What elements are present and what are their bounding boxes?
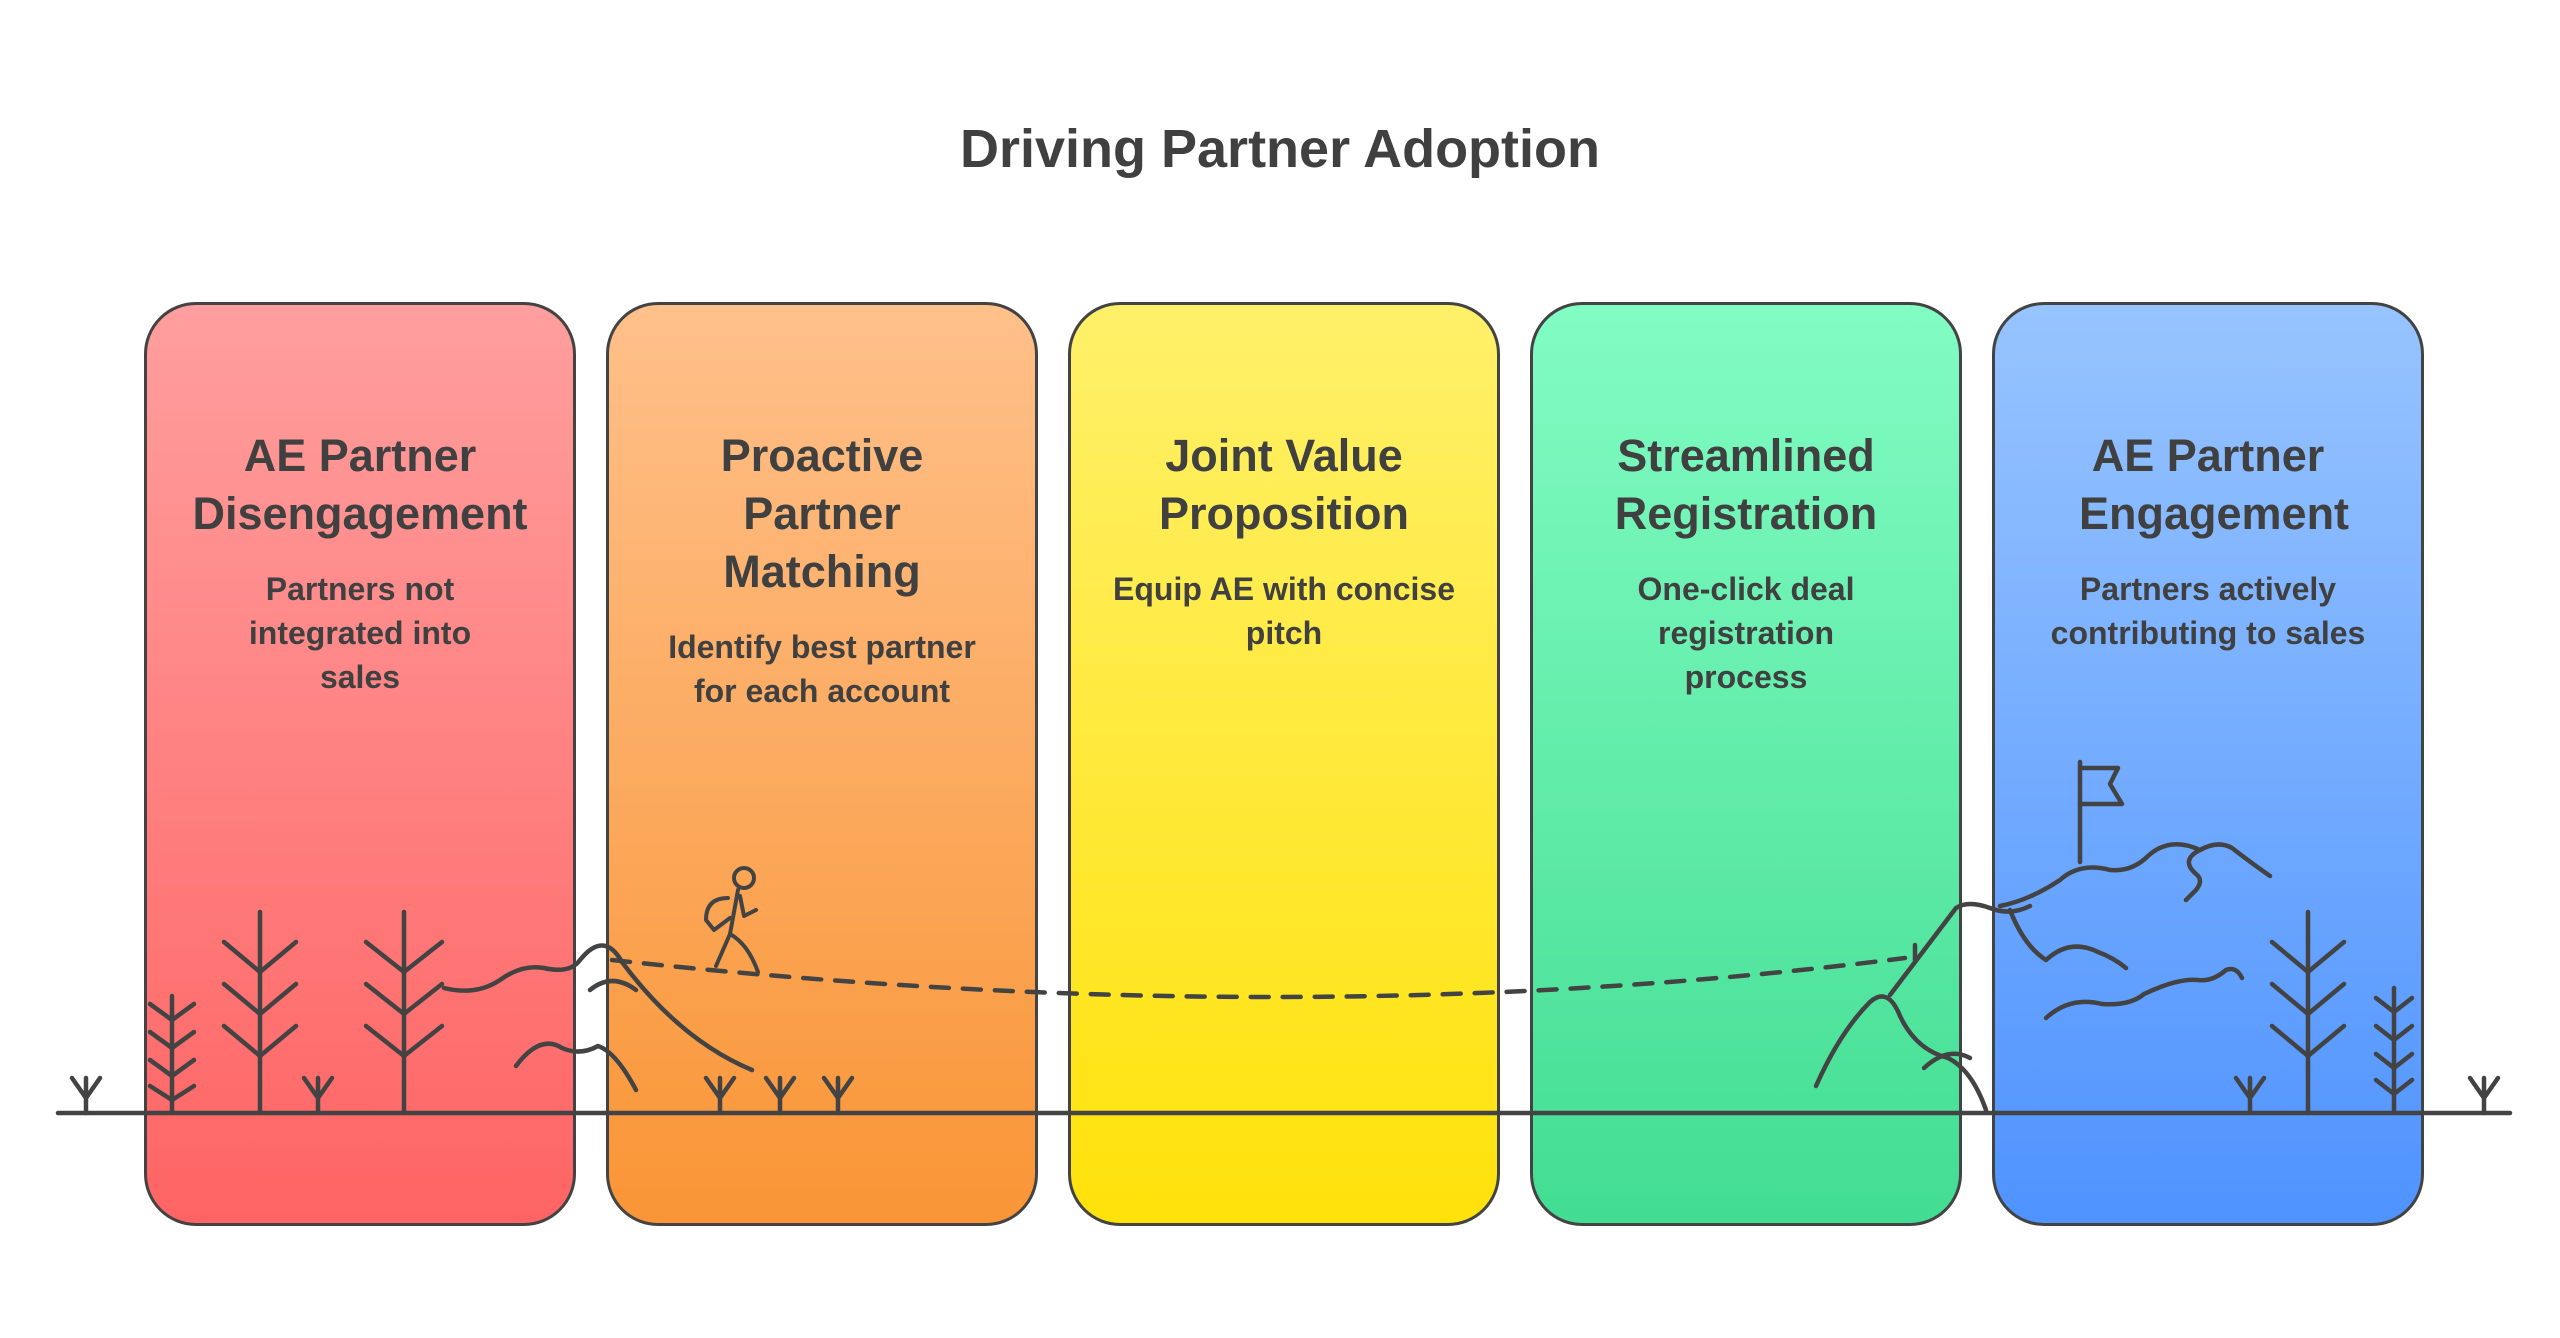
tree-icon [363,909,445,1116]
mountain-icon [1813,901,2033,1113]
stage-description: Equip AE with concise pitch [1113,571,1455,651]
stage-heading: AE Partner Disengagement [192,430,528,539]
hiker-icon [704,866,760,974]
tree-icon [2373,985,2415,1116]
page-title: Driving Partner Adoption [959,119,1600,179]
stage-heading: Proactive Partner Matching [720,430,924,597]
grass-icon [69,1075,103,1116]
stage-heading: Joint Value Proposition [1159,430,1409,539]
grass-icon [703,1075,855,1116]
tree-icon [2269,909,2347,1116]
grass-icon [2233,1075,2501,1116]
stage-text: AE Partner Engagement Partners actively … [1995,427,2421,655]
journey-path [609,955,1908,1000]
tree-icon [147,993,197,1116]
stage-heading: Streamlined Registration [1614,430,1878,539]
stage-heading: AE Partner Engagement [2079,430,2350,539]
stage-text: Joint Value Proposition Equip AE with co… [1071,427,1497,655]
stage-card-3: Joint Value Proposition Equip AE with co… [1068,302,1500,1226]
flag-icon [2077,759,2125,865]
stage-description: One-click deal registration process [1637,571,1855,695]
stage-text: Proactive Partner Matching Identify best… [609,427,1035,713]
stage-text: AE Partner Disengagement Partners not in… [147,427,573,699]
tree-icon [221,909,299,1116]
stage-card-1: AE Partner Disengagement Partners not in… [144,302,576,1226]
mountain-icon [1997,842,2273,1021]
stage-description: Partners not integrated into sales [248,571,472,695]
stage-card-2: Proactive Partner Matching Identify best… [606,302,1038,1226]
stage-card-5: AE Partner Engagement Partners actively … [1992,302,2424,1226]
stage-card-4: Streamlined Registration One-click deal … [1530,302,1962,1226]
stage-text: Streamlined Registration One-click deal … [1533,427,1959,699]
stage-description: Identify best partner for each account [668,629,976,709]
stage-description: Partners actively contributing to sales [2050,571,2366,651]
grass-icon [301,1075,335,1116]
hill-icon [441,943,755,1093]
